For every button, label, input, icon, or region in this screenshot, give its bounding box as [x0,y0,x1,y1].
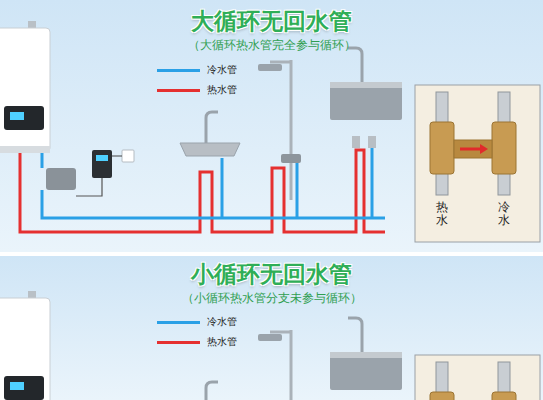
hot-pipe [20,150,385,232]
legend-item: 热水管 [157,335,237,349]
legend-text: 冷水管 [207,63,237,77]
panel-band: 小循环无回水管（小循环热水管分支未参与循环） [0,256,543,400]
fixtures [0,291,540,400]
panel-subtitle: （大循环热水管完全参与循环） [0,38,543,53]
legend-item: 热水管 [157,83,237,97]
legend-text: 热水管 [207,335,237,349]
panel-title: 小循环无回水管 [0,258,543,290]
legend-text: 冷水管 [207,315,237,329]
panel-band: 热水 冷水 大循环无回水管（大循环热水管完全参与循环） [0,0,543,252]
pipe-label: 冷水 [498,201,510,227]
legend-line [157,89,200,92]
panel-subtitle: （小循环热水管分支未参与循环） [0,291,543,306]
legend-item: 冷水管 [157,63,237,77]
legend-line [157,69,200,72]
fixtures [0,21,540,242]
legend-line [157,341,200,344]
panel-title: 大循环无回水管 [0,5,543,37]
inset-box: 热水 冷水 [415,85,540,242]
lower-panel-art [0,291,540,400]
pipe-label: 热水 [436,201,448,227]
legend-text: 热水管 [207,83,237,97]
panel-divider [0,252,543,256]
legend-line [157,321,200,324]
legend-item: 冷水管 [157,315,237,329]
